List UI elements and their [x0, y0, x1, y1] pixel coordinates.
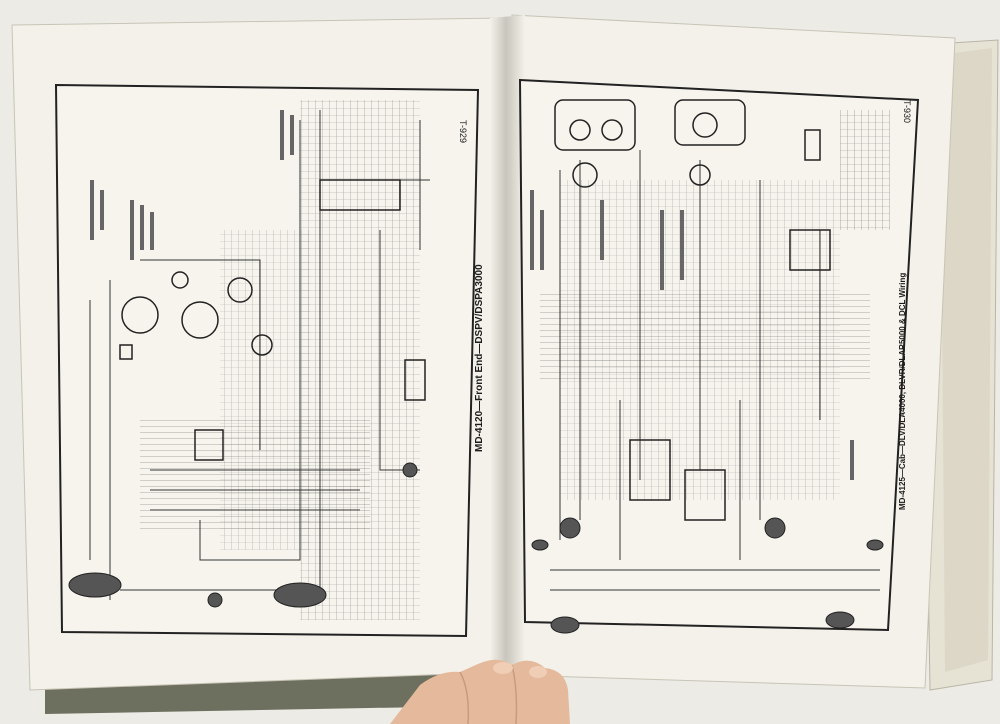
- left-wiring-diagram: [54, 83, 480, 638]
- right-diagram-caption: MD-4125—Cab—DLV/DLA4000, DLVR/DLAR5000 &…: [898, 272, 907, 510]
- right-page-number: T-930: [902, 100, 912, 124]
- left-page-number: T-929: [458, 120, 468, 144]
- right-wiring-diagram: [518, 78, 920, 634]
- left-diagram-caption: MD-4120—Front End—DSPV/DSPA3000: [474, 264, 485, 452]
- hand: [390, 659, 570, 724]
- book-gutter: [490, 15, 525, 678]
